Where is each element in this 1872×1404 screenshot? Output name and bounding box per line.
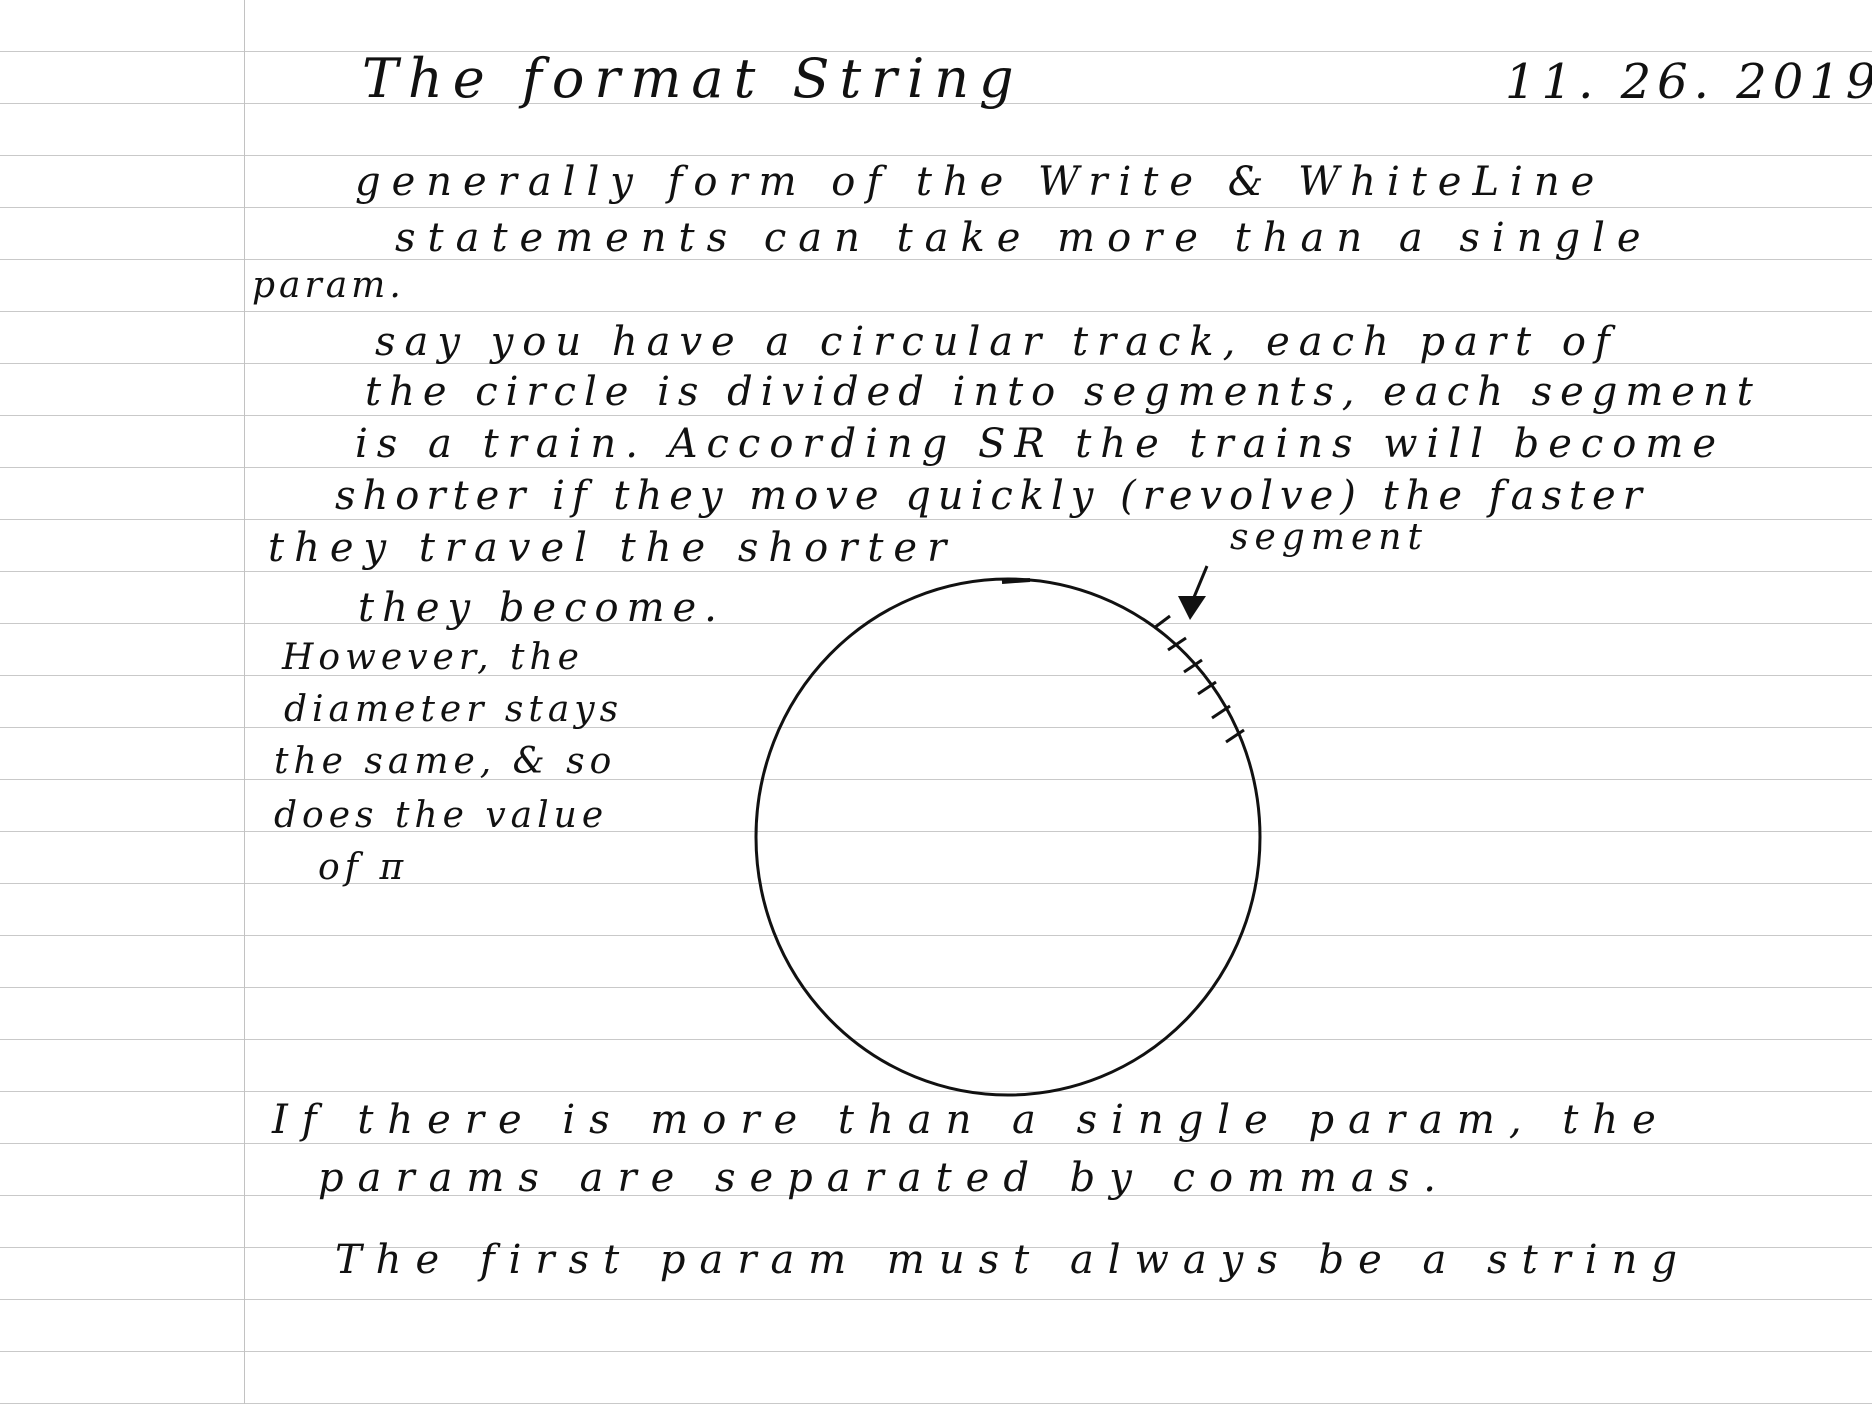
note-line-13: does the value: [274, 795, 609, 836]
segment-arrow-head: [1178, 596, 1206, 620]
note-line-16: params are separated by commas.: [318, 1155, 1450, 1201]
note-title: The format String: [362, 47, 1024, 110]
note-line-10: However, the: [282, 637, 584, 678]
note-line-7: shorter if they move quickly (revolve) t…: [335, 473, 1649, 519]
note-line-4: say you have a circular track, each part…: [375, 319, 1619, 365]
note-line-6: is a train. According SR the trains will…: [355, 421, 1725, 467]
note-line-12: the same, & so: [274, 741, 617, 782]
note-line-11: diameter stays: [284, 689, 624, 730]
note-line-17: The first param must always be a string: [335, 1237, 1691, 1283]
note-line-1: generally form of the Write & WhiteLine: [355, 159, 1606, 205]
note-line-8: they travel the shorter: [268, 525, 957, 571]
track-circle: [754, 577, 1262, 1097]
margin-line: [244, 0, 245, 1404]
note-line-14: of π: [318, 847, 409, 888]
diagram-label: segment: [1230, 517, 1428, 558]
note-line-9: they become.: [358, 585, 725, 631]
note-line-2: statements can take more than a single: [395, 215, 1653, 261]
note-line-5: the circle is divided into segments, eac…: [365, 369, 1761, 415]
note-date: 11. 26. 2019: [1505, 54, 1872, 110]
segment-tick-marks: [1153, 614, 1245, 744]
note-line-15: If there is more than a single param, th…: [272, 1097, 1670, 1143]
circle-top-mark: [1001, 578, 1031, 584]
note-line-3: param.: [252, 265, 405, 306]
